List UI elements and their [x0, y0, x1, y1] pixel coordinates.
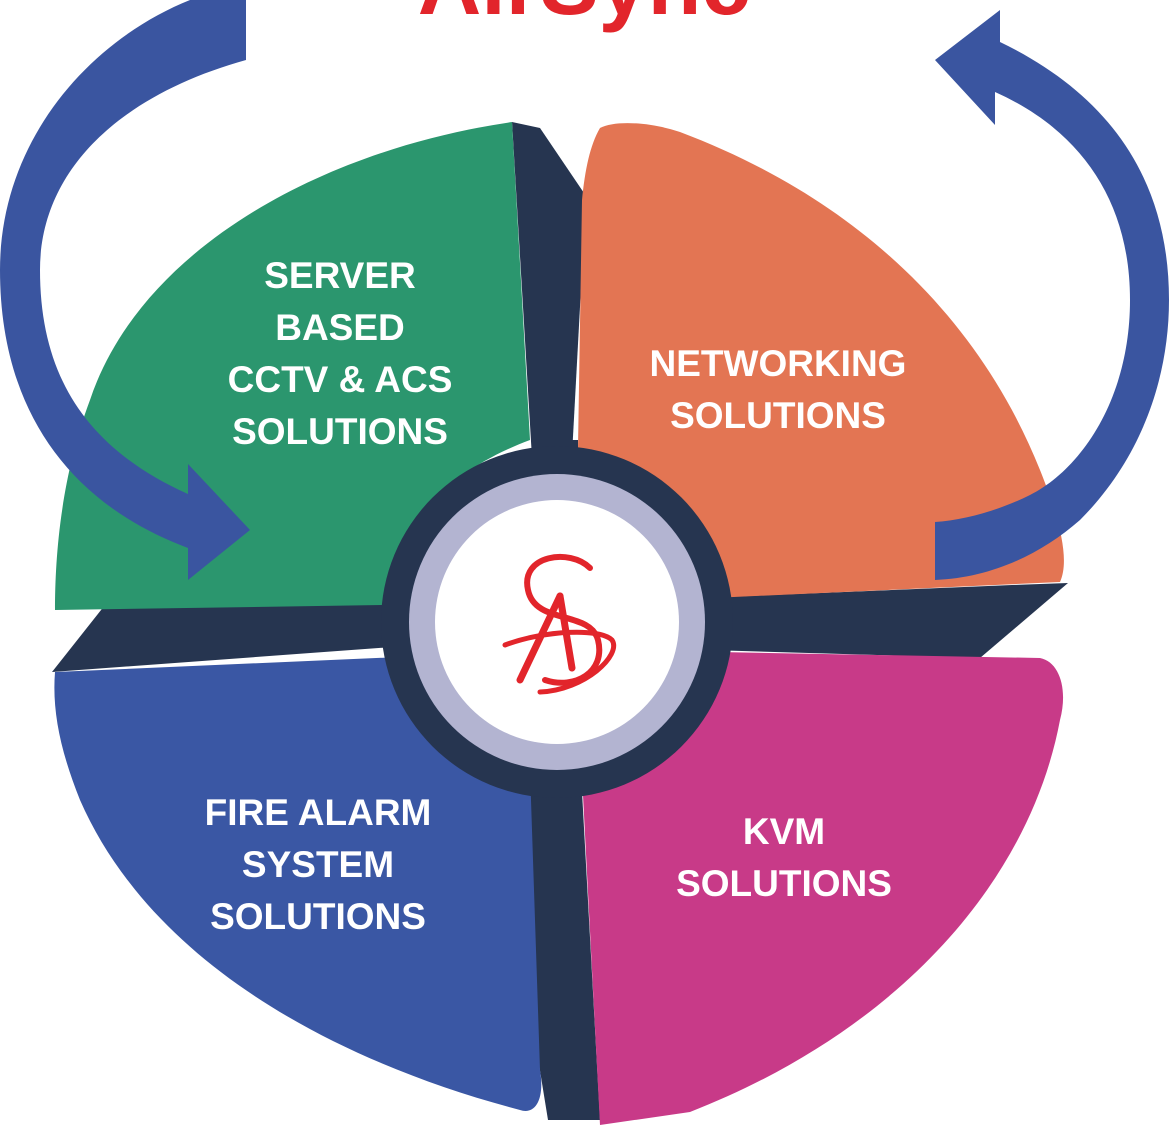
segment-networking-line-2: SOLUTIONS: [670, 395, 886, 436]
segment-server-line-3: CCTV & ACS: [228, 359, 453, 400]
divider-right: [700, 583, 1068, 658]
brand-title: AirSync: [418, 0, 751, 33]
segment-fire-line-3: SOLUTIONS: [210, 896, 426, 937]
segment-networking-line-1: NETWORKING: [650, 343, 907, 384]
segment-fire-label: FIRE ALARM SYSTEM SOLUTIONS: [205, 792, 432, 937]
segment-server-label: SERVER BASED CCTV & ACS SOLUTIONS: [228, 255, 453, 452]
left-curved-arrow-icon: [0, 0, 250, 580]
segment-server-line-1: SERVER: [264, 255, 416, 296]
divider-left: [52, 600, 420, 672]
segment-fire-shape: [54, 657, 542, 1111]
right-curved-arrow-icon: [935, 10, 1169, 580]
divider-top: [512, 122, 586, 458]
logo-swash: [502, 629, 617, 695]
segment-kvm-label: KVM SOLUTIONS: [676, 811, 892, 904]
center-hub: [381, 446, 733, 798]
segment-networking-label: NETWORKING SOLUTIONS: [650, 343, 907, 436]
segment-networking-shape: [578, 123, 1064, 598]
segment-fire-line-2: SYSTEM: [242, 844, 394, 885]
segment-kvm-line-2: SOLUTIONS: [676, 863, 892, 904]
sa-logo-icon: [502, 553, 617, 695]
segment-server-line-4: SOLUTIONS: [232, 411, 448, 452]
hub-center: [435, 500, 679, 744]
segment-kvm-line-1: KVM: [743, 811, 825, 852]
segment-fire-line-1: FIRE ALARM: [205, 792, 432, 833]
segment-server-line-2: BASED: [275, 307, 405, 348]
segment-kvm-shape: [582, 652, 1064, 1125]
divider-bottom: [520, 755, 600, 1120]
